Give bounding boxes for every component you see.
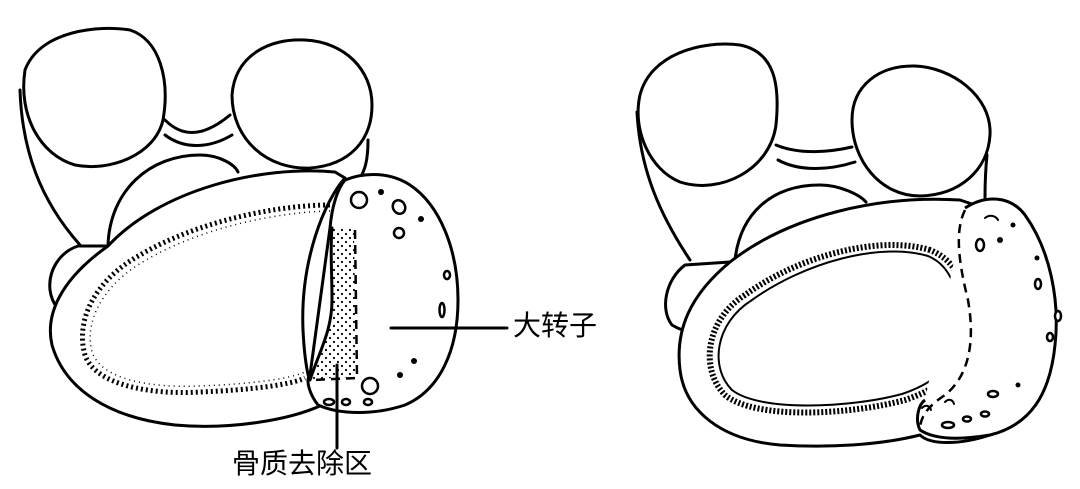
foramen-dot <box>411 358 417 364</box>
foramen-dot <box>997 237 1003 243</box>
foramen <box>392 226 406 240</box>
endosteal-rim <box>706 242 972 416</box>
foramen-arc <box>984 214 999 221</box>
foramen-dot <box>418 216 424 222</box>
intercondylar-bridge-top <box>163 113 232 134</box>
foramen <box>340 397 352 407</box>
foramen-dot <box>1015 382 1021 388</box>
femoral-head-dome <box>733 183 868 262</box>
medullary-canal <box>718 251 961 406</box>
right-condyle <box>850 64 992 198</box>
bone-removal-left-edge <box>308 226 334 382</box>
foramen <box>940 420 956 430</box>
foramen-dot <box>1034 255 1040 261</box>
foramen <box>360 376 380 396</box>
foramen <box>974 237 986 253</box>
greater-trochanter-label: 大转子 <box>513 309 598 342</box>
foramen <box>442 269 452 281</box>
bone-removal-dashed-right <box>311 229 359 382</box>
foramen-dot <box>1010 222 1016 228</box>
foramen <box>438 301 446 319</box>
right-condyle-tail <box>358 138 370 180</box>
left-condyle <box>636 42 779 187</box>
foramen <box>1033 277 1043 291</box>
left-panel <box>18 26 509 450</box>
outer-cortex <box>48 169 347 428</box>
foramen <box>986 389 1000 399</box>
foramen-arc <box>921 404 932 411</box>
bone-removal-zone-label: 骨质去除区 <box>232 447 373 480</box>
foramen-dot <box>378 189 384 195</box>
intercondylar-bridge-bottom <box>776 158 857 170</box>
foramen <box>961 415 973 423</box>
right-condyle <box>230 38 374 170</box>
right-panel <box>635 42 1063 448</box>
left-condyle <box>22 26 167 168</box>
foramen <box>1053 309 1063 323</box>
foramen <box>1045 331 1055 343</box>
foramen <box>979 410 991 418</box>
foramen <box>362 397 374 407</box>
foramen <box>349 190 369 210</box>
bone-removal-zone-overlay <box>312 229 356 379</box>
left-condyle-shaft <box>18 88 82 247</box>
right-condyle-tail <box>983 153 989 200</box>
foramen <box>322 397 336 407</box>
foramen <box>391 198 407 216</box>
greater-trochanter <box>916 197 1058 440</box>
intercondylar-bridge-top <box>774 143 854 154</box>
foramen-arc <box>944 398 955 405</box>
intercondylar-bridge-bottom <box>163 133 234 147</box>
femoral-head-dome <box>106 153 240 247</box>
foramen-dot <box>397 372 403 378</box>
